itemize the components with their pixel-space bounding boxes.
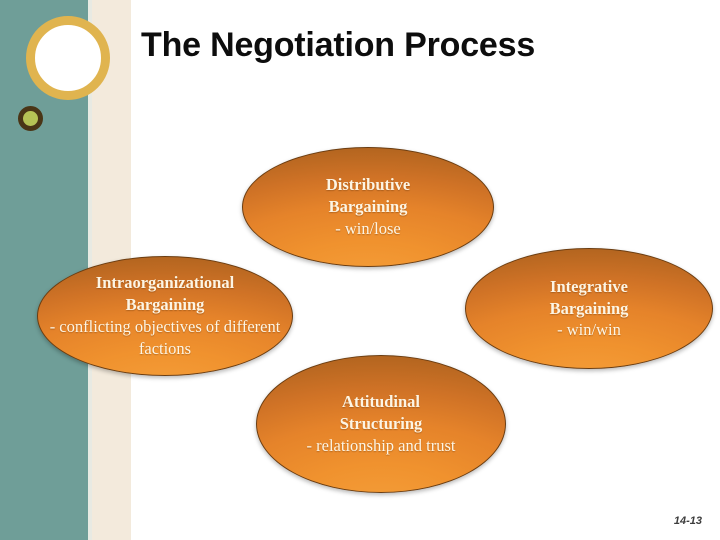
node-heading-line1: Integrative — [550, 276, 628, 296]
diagram-node-attitudinal[interactable]: Attitudinal Structuring - relationship a… — [256, 355, 506, 493]
node-heading-line2: Bargaining — [125, 295, 205, 315]
slide-page-number: 14-13 — [673, 515, 702, 527]
node-heading-line1: Attitudinal — [342, 392, 420, 412]
large-ring-icon — [26, 16, 110, 100]
node-heading-line1: Intraorganizational — [95, 273, 235, 293]
node-subtext: - win/lose — [335, 218, 401, 238]
diagram-node-intraorganizational[interactable]: Intraorganizational Bargaining - conflic… — [37, 256, 293, 376]
small-ring-icon — [18, 106, 43, 131]
node-heading-line2: Bargaining — [549, 298, 629, 318]
page-title: The Negotiation Process — [141, 26, 536, 64]
node-heading-line2: Structuring — [339, 414, 423, 434]
node-subtext: - win/win — [557, 320, 621, 340]
node-heading-line1: Distributive — [325, 175, 411, 195]
diagram-node-integrative[interactable]: Integrative Bargaining - win/win — [465, 248, 713, 369]
node-subtext: - relationship and trust — [306, 435, 456, 455]
node-heading-line2: Bargaining — [328, 197, 408, 217]
diagram-node-distributive[interactable]: Distributive Bargaining - win/lose — [242, 147, 494, 267]
node-subtext: - conflicting objectives of different fa… — [49, 317, 281, 358]
